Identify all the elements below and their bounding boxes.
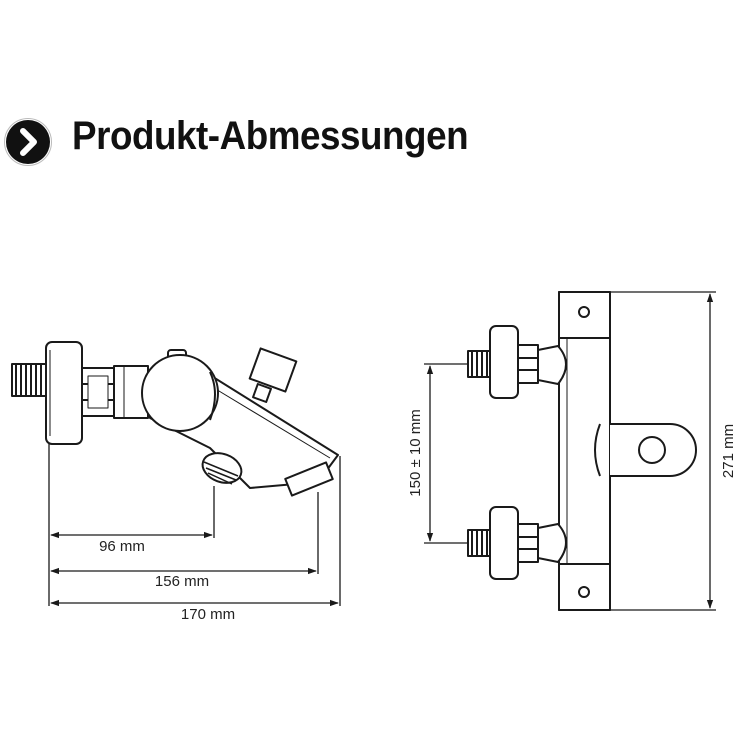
outlet-knob: [594, 423, 697, 477]
bottom-screw: [578, 586, 590, 598]
dimension-271mm: 271 mm: [720, 424, 736, 478]
thermostat-knob: [141, 354, 219, 432]
side-dimension-lines: [48, 444, 341, 607]
chevron-right-circle-icon: [4, 118, 52, 166]
dimension-170mm: 170 mm: [181, 606, 235, 623]
page-header: Produkt-Abmessungen: [0, 112, 736, 172]
front-dimension-lines: [424, 291, 716, 611]
dimension-156mm: 156 mm: [155, 573, 209, 590]
dimension-150mm: 150 ± 10 mm: [407, 409, 424, 496]
wall-flange: [45, 341, 83, 445]
upper-inlet: [467, 325, 567, 399]
diverter-handle: [248, 347, 298, 403]
side-view-drawing: [11, 341, 339, 497]
dimension-96mm: 96 mm: [99, 538, 145, 555]
lower-inlet: [467, 506, 567, 580]
shower-outlet: [201, 452, 243, 485]
hex-nut: [81, 367, 115, 417]
front-view-drawing: [467, 291, 697, 611]
top-screw: [578, 306, 590, 318]
spout-outlet: [284, 461, 334, 497]
inlet-connector: [11, 363, 47, 397]
page-title: Produkt-Abmessungen: [72, 114, 469, 158]
